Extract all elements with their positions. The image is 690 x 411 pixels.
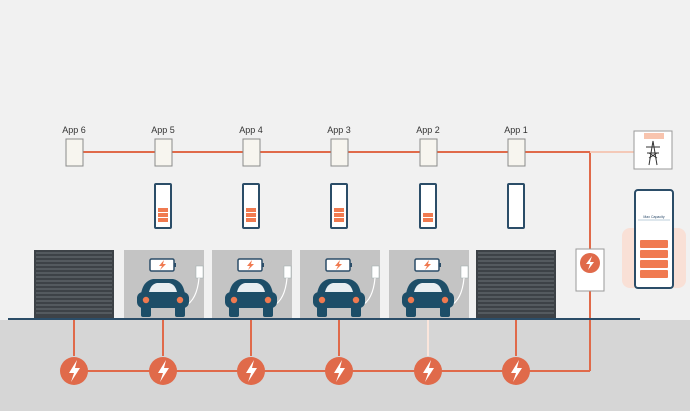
charging-bay bbox=[124, 250, 204, 318]
battery-icon bbox=[149, 258, 176, 272]
charge-level-bar bbox=[246, 208, 256, 212]
battery-segment bbox=[640, 260, 668, 268]
wall-charger bbox=[195, 265, 204, 279]
battery-segment bbox=[640, 240, 668, 248]
charge-level-bar bbox=[158, 218, 168, 222]
app-2: App 2 bbox=[416, 125, 440, 229]
battery-icon bbox=[154, 183, 172, 229]
charging-bay bbox=[389, 250, 469, 318]
charger-node bbox=[502, 357, 530, 385]
app-device bbox=[242, 138, 261, 167]
charge-level-bar bbox=[158, 213, 168, 217]
app-3: App 3 bbox=[327, 125, 351, 229]
app-6: App 6 bbox=[62, 125, 86, 167]
app-device bbox=[419, 138, 438, 167]
charger-node bbox=[414, 357, 442, 385]
battery-segment bbox=[640, 250, 668, 258]
bolt-icon bbox=[159, 260, 166, 270]
battery-segments bbox=[640, 240, 668, 278]
bolt-icon bbox=[586, 256, 594, 270]
garage-door-icon bbox=[34, 250, 114, 318]
bolt-icon bbox=[247, 260, 254, 270]
car-icon bbox=[402, 279, 454, 317]
charge-level-bar bbox=[423, 218, 433, 222]
battery-icon bbox=[330, 183, 348, 229]
charge-level-bar bbox=[334, 208, 344, 212]
app-label: App 6 bbox=[62, 125, 86, 135]
app-label: App 5 bbox=[151, 125, 175, 135]
wall-charger bbox=[460, 265, 469, 279]
capacity-battery: Max Capacity bbox=[622, 189, 686, 289]
charge-level-bar bbox=[158, 208, 168, 212]
garage-door-icon bbox=[476, 250, 556, 318]
charging-bay bbox=[212, 250, 292, 318]
app-device bbox=[507, 138, 526, 167]
charger-node bbox=[325, 357, 353, 385]
car-icon bbox=[225, 279, 277, 317]
grid-pylon-box bbox=[633, 130, 673, 170]
app-device bbox=[330, 138, 349, 167]
battery-icon bbox=[507, 183, 525, 229]
bolt-icon bbox=[69, 360, 80, 382]
car-icon bbox=[313, 279, 365, 317]
bolt-icon bbox=[511, 360, 522, 382]
app-device bbox=[65, 138, 84, 167]
bolt-icon bbox=[423, 360, 434, 382]
capacity-label: Max Capacity bbox=[643, 215, 664, 219]
charge-level-bar bbox=[246, 218, 256, 222]
car-icon bbox=[137, 279, 189, 317]
wall-charger bbox=[283, 265, 292, 279]
app-4: App 4 bbox=[239, 125, 263, 229]
bolt-icon bbox=[158, 360, 169, 382]
wall-charger bbox=[371, 265, 380, 279]
bolt-icon bbox=[334, 360, 345, 382]
battery-icon bbox=[237, 258, 264, 272]
bolt-icon bbox=[246, 360, 257, 382]
app-label: App 2 bbox=[416, 125, 440, 135]
battery-icon bbox=[325, 258, 352, 272]
battery-segment bbox=[640, 270, 668, 278]
battery-icon bbox=[419, 183, 437, 229]
charger-node bbox=[237, 357, 265, 385]
charger-node bbox=[149, 357, 177, 385]
pylon-icon bbox=[646, 140, 660, 166]
app-1: App 1 bbox=[504, 125, 528, 229]
meter-box bbox=[575, 248, 605, 292]
charge-level-bar bbox=[334, 218, 344, 222]
charger-node bbox=[60, 357, 88, 385]
charging-bay bbox=[300, 250, 380, 318]
app-5: App 5 bbox=[151, 125, 175, 229]
bolt-icon bbox=[424, 260, 431, 270]
charge-level-bar bbox=[423, 213, 433, 217]
app-label: App 3 bbox=[327, 125, 351, 135]
battery-icon bbox=[242, 183, 260, 229]
bolt-icon bbox=[335, 260, 342, 270]
app-label: App 1 bbox=[504, 125, 528, 135]
battery-icon bbox=[414, 258, 441, 272]
charge-level-bar bbox=[246, 213, 256, 217]
app-label: App 4 bbox=[239, 125, 263, 135]
charge-level-bar bbox=[334, 213, 344, 217]
app-device bbox=[154, 138, 173, 167]
